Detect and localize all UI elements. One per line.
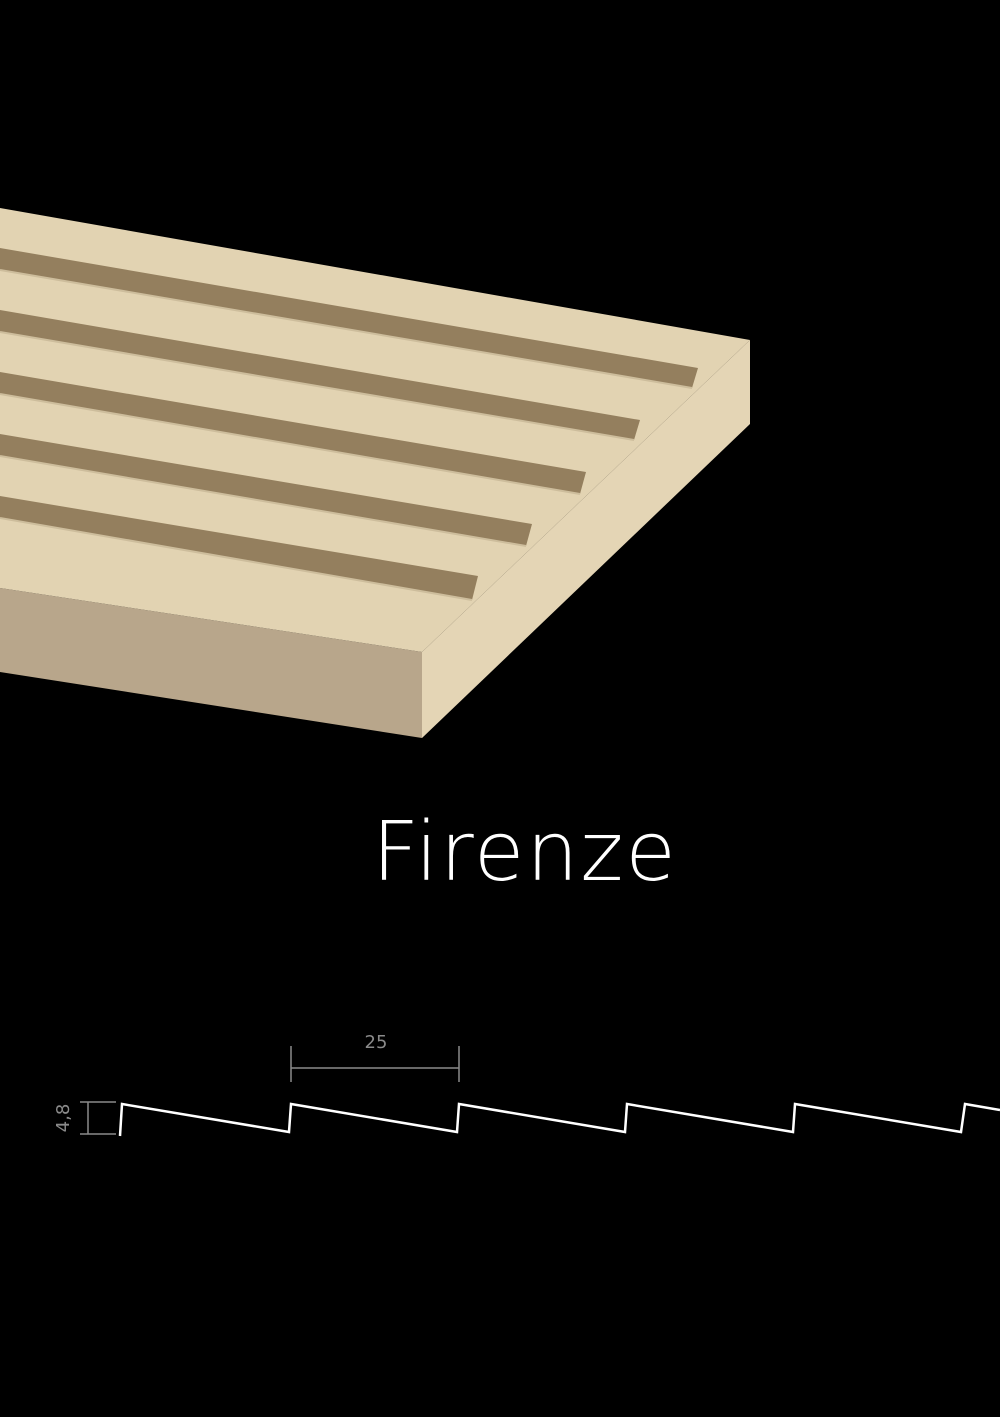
- depth-dimension-label: 4,8: [53, 1104, 74, 1133]
- groove-3: [0, 372, 586, 494]
- pitch-dimension-label: 25: [365, 1032, 388, 1053]
- profile-diagram: 25 4,8: [53, 1032, 1000, 1137]
- highlight-2: [0, 331, 635, 441]
- profile-outline: [118, 1102, 1000, 1137]
- pitch-dimension: [290, 1046, 460, 1082]
- panel-illustration: [0, 208, 750, 738]
- depth-dimension: [80, 1101, 116, 1135]
- panel-grooves: [0, 248, 698, 600]
- highlight-5: [0, 517, 473, 601]
- groove-highlights: [0, 269, 693, 601]
- panel-front-face: [0, 588, 422, 738]
- groove-4: [0, 434, 532, 546]
- panel-side-face: [422, 340, 750, 738]
- highlight-3: [0, 393, 581, 495]
- groove-5: [0, 496, 478, 600]
- groove-1: [0, 248, 698, 388]
- highlight-4: [0, 455, 527, 547]
- panel-drawing: [0, 208, 750, 738]
- product-title: Firenze: [372, 805, 678, 900]
- groove-2: [0, 310, 640, 440]
- highlight-1: [0, 269, 693, 389]
